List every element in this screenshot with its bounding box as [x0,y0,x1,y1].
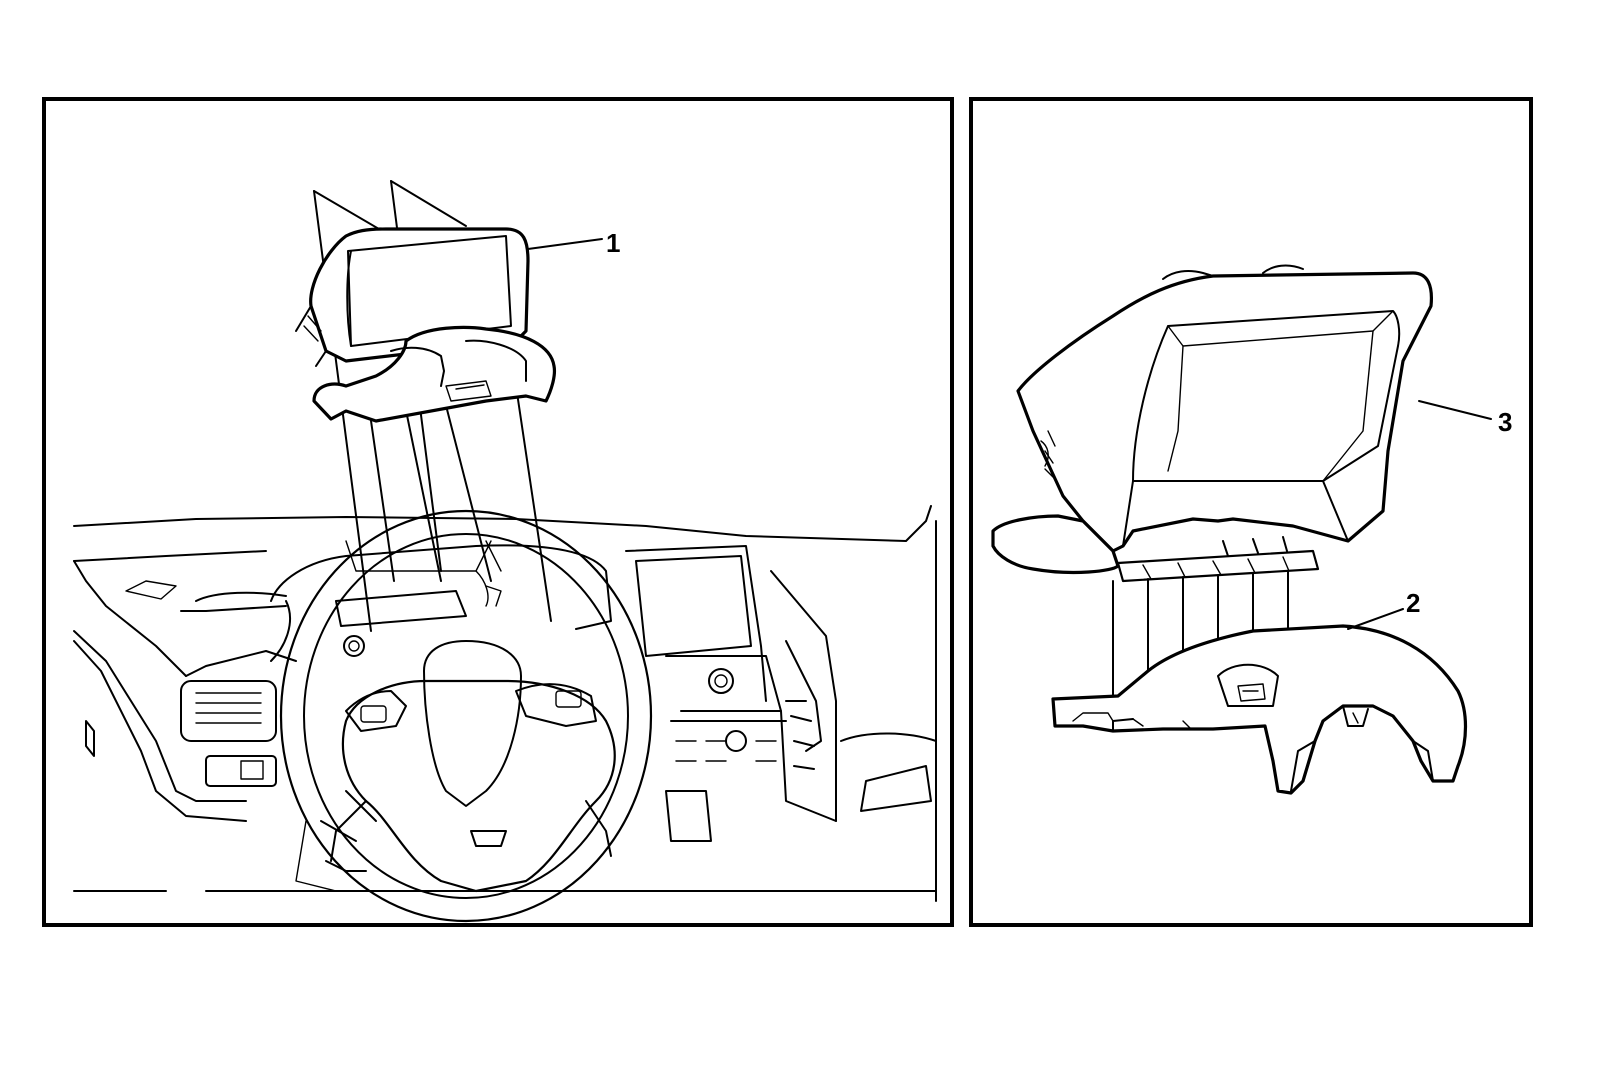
callout-label-1: 1 [606,228,621,258]
dashboard-outline [73,505,937,902]
callout-label-2: 2 [1406,588,1421,618]
callout-2-leader [1347,608,1404,630]
steering-column-trim-cover-exploded [1051,624,1468,795]
steering-column-trim-cover [312,325,557,423]
exploded-parts-illustration [991,264,1492,795]
left-illustration-panel: 1 [42,97,954,927]
center-stack [625,545,937,842]
callout-label-3: 3 [1498,407,1513,437]
callout-1-leader [527,238,603,250]
bezel-clip-bar [1116,536,1320,583]
right-illustration-panel: 3 2 [969,97,1533,927]
cluster-opening [270,544,612,662]
callout-3-leader [1418,400,1492,420]
dashboard-illustration [73,180,937,923]
steering-wheel [279,509,653,923]
instrument-cluster-bezel-exploded [991,264,1434,575]
